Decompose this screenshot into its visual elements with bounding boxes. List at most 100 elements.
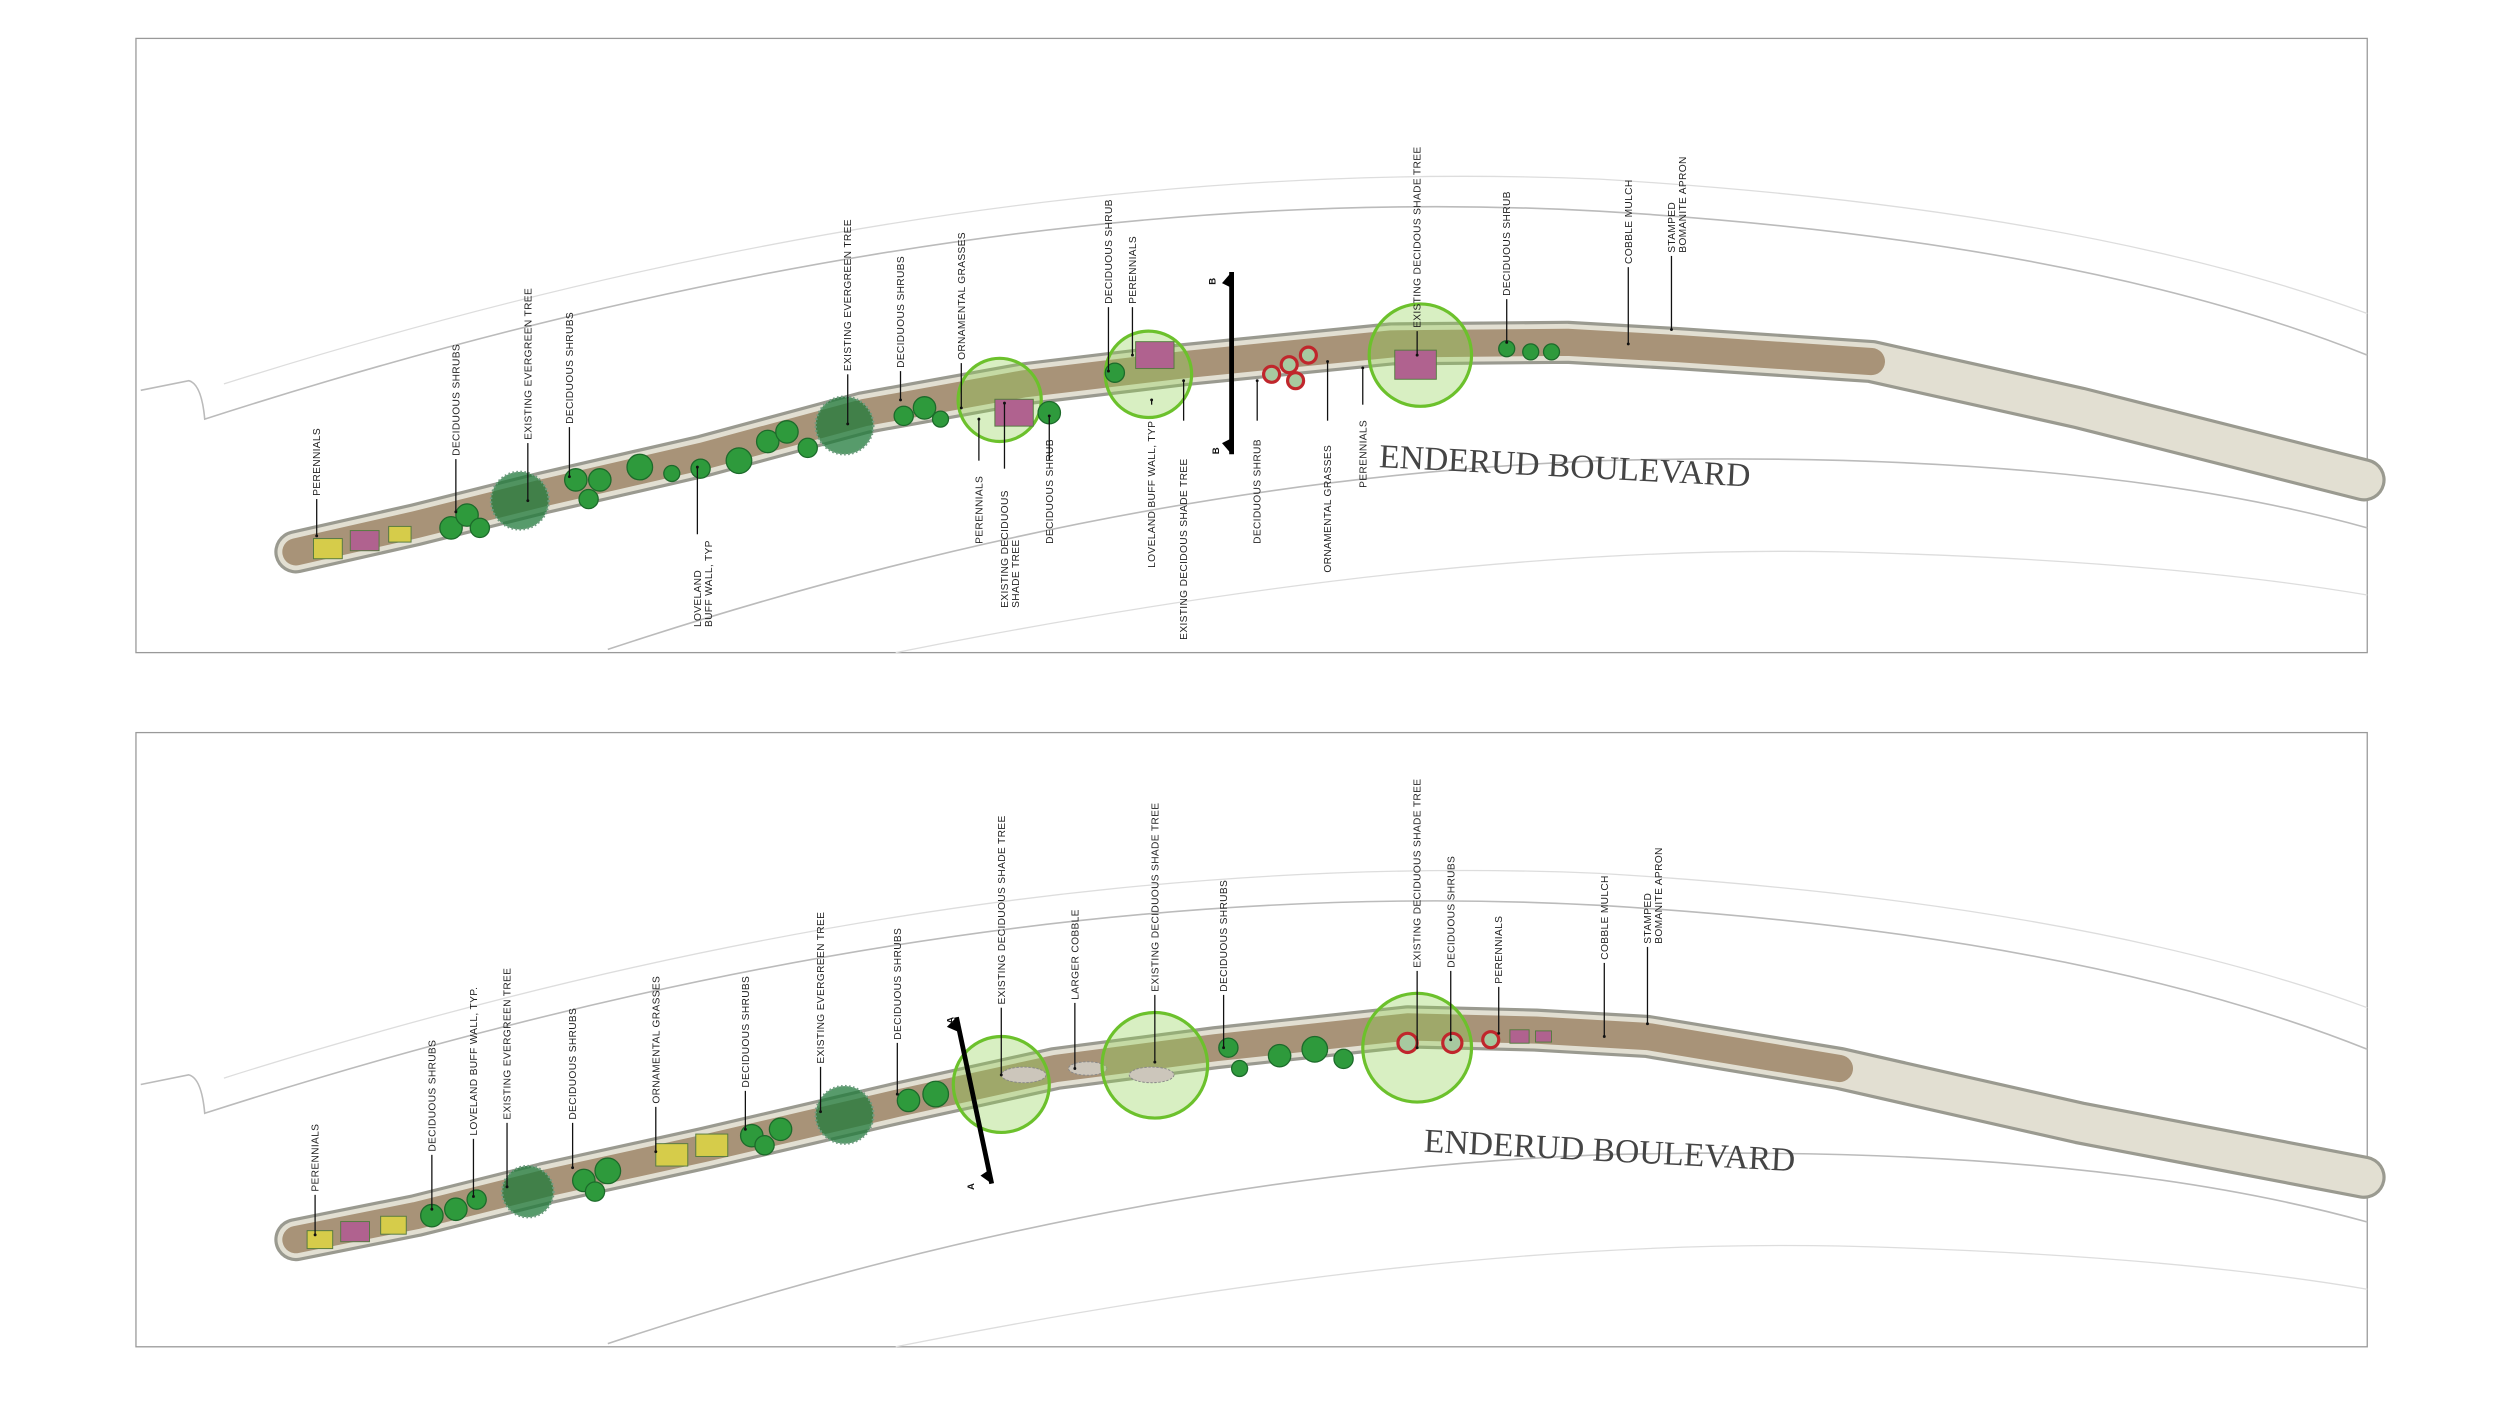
leader-dot xyxy=(1003,401,1006,405)
perennial-bed-icon xyxy=(313,538,343,560)
leader-dot xyxy=(1602,1035,1606,1038)
callout-text: STAMPED xyxy=(1643,893,1654,944)
shrub-icon xyxy=(931,410,950,428)
flowering-shrub-icon xyxy=(1285,371,1306,391)
callout-label: DECIDUOUS SHRUBS xyxy=(1446,856,1457,1042)
leader-dot xyxy=(1182,379,1186,383)
callout-label: COBBLE MULCH xyxy=(1624,179,1635,346)
evergreen-tree-icon xyxy=(501,1164,555,1219)
leader-dot xyxy=(895,1092,899,1096)
callout-label: DECIDUOUS SHRUB xyxy=(1045,414,1056,544)
flowering-shrub-icon xyxy=(1261,364,1282,384)
callout-label: ORNAMENTAL GRASSES xyxy=(957,232,968,410)
perennial-bed-icon xyxy=(340,1221,370,1243)
leader-dot xyxy=(1361,366,1365,370)
top-plan-panel: PERENNIALS DECIDUOUS SHRUBS EXISTING EVERG… xyxy=(135,37,2386,654)
callout-text: BOMANITE APRON xyxy=(1654,847,1665,943)
callout-label: EXISTING DECIDOUS SHADE TREE xyxy=(1413,147,1424,357)
callout-text: ORNAMENTAL GRASSES xyxy=(1323,445,1334,573)
leader-dot xyxy=(1626,342,1630,346)
shrub-icon xyxy=(563,468,588,492)
shrub-icon xyxy=(626,453,654,481)
section-marker-bottom: A xyxy=(966,1183,977,1190)
top-callouts: PERENNIALS DECIDUOUS SHRUBS EXISTING EVERG… xyxy=(312,147,1689,640)
callout-text: EXISTING EVERGREEN TREE xyxy=(523,288,534,440)
callout-text: PERENNIALS xyxy=(1128,236,1139,304)
shrub-icon xyxy=(775,420,799,444)
leader-dot xyxy=(1255,379,1259,383)
flowering-shrub-icon xyxy=(1298,345,1318,365)
callout-label: DECIDUOUS SHRUBS xyxy=(568,1008,579,1170)
shrub-icon xyxy=(594,1157,622,1185)
callout-label: LOVELAND BUFF WALL, TYP xyxy=(1147,398,1158,568)
shrub-icon xyxy=(1301,1035,1329,1063)
callout-text: SHADE TREE xyxy=(1011,540,1022,608)
flowering-shrub-icon xyxy=(1279,355,1299,375)
shrub-icon xyxy=(754,1135,775,1156)
shrub-icon xyxy=(912,396,937,420)
leader-dot xyxy=(654,1150,658,1154)
callout-label: LARGER COBBLE xyxy=(1070,909,1081,1070)
top-plan-frame xyxy=(135,37,2368,654)
leader-dot xyxy=(743,1127,747,1131)
leader-dot xyxy=(472,1195,475,1198)
shrub-icon xyxy=(1522,343,1540,361)
callout-label: DECIDUOUS SHRUB xyxy=(1104,199,1115,373)
perennial-bed-icon xyxy=(1394,349,1437,380)
leader-dot xyxy=(567,475,571,479)
callout-text: EXISTING EVERGREEN TREE xyxy=(816,912,827,1064)
callout-text: EXISTING DECIDUOUS xyxy=(1000,490,1011,608)
perennial-bed-icon xyxy=(306,1230,334,1250)
callout-label: LOVELAND BUFF WALL, TYP. xyxy=(469,987,480,1198)
shrub-icon xyxy=(893,405,914,427)
section-cut-b: B B xyxy=(1208,271,1235,455)
callout-text: DECIDUOUS SHRUBS xyxy=(741,976,752,1088)
callout-label: DECIDUOUS SHRUBS xyxy=(1219,880,1230,1050)
callout-label: DECIDUOUS SHRUBS xyxy=(896,256,907,402)
evergreen-tree-icon xyxy=(814,1084,875,1145)
shrub-icon xyxy=(755,429,780,454)
callout-text: DECIDUOUS SHRUB xyxy=(1502,191,1513,296)
leader-dot xyxy=(899,398,902,402)
shrub-icon xyxy=(587,468,612,492)
perennial-bed-icon xyxy=(388,525,412,543)
flowering-shrub-icon xyxy=(1441,1031,1464,1055)
callout-label: DECIDUOUS SHRUBS xyxy=(893,928,904,1096)
callout-text: COBBLE MULCH xyxy=(1600,875,1611,959)
callout-text: LOVELAND BUFF WALL, TYP. xyxy=(469,987,480,1136)
callout-label: EXISTING EVERGREEN TREE xyxy=(523,288,534,503)
callout-label: PERENNIALS xyxy=(1358,366,1369,488)
callout-text: EXISTING DECIDUOUS SHADE TREE xyxy=(1413,779,1424,968)
callout-text: DECIDUOUS SHRUBS xyxy=(451,344,462,456)
callout-text: DECIDUOUS SHRUB xyxy=(1104,199,1115,304)
callout-label: EXISTING EVERGREEN TREE xyxy=(843,219,854,426)
shrub-icon xyxy=(444,1197,468,1222)
leader-dot xyxy=(1222,1046,1226,1050)
top-plantings xyxy=(313,302,1561,560)
callout-text: LARGER COBBLE xyxy=(1070,909,1081,999)
leader-dot xyxy=(695,465,699,469)
shrub-icon xyxy=(922,1080,950,1108)
shrub-icon xyxy=(663,464,681,483)
callout-label: EXISTING DECIDUOUS SHADE TREE xyxy=(1413,779,1424,1050)
perennial-bed-icon xyxy=(655,1143,689,1167)
callout-text: EXISTING EVERGREEN TREE xyxy=(503,968,514,1120)
shrub-icon xyxy=(1230,1059,1249,1078)
shrub-icon xyxy=(1333,1048,1354,1070)
perennial-bed-icon xyxy=(695,1133,729,1157)
callout-label: EXISTING DECIDUOUS SHADE TREE xyxy=(1150,803,1161,1064)
perennial-bed-icon xyxy=(994,398,1034,427)
callout-label: EXISTING DECIDUOUS SHADE TREE xyxy=(997,815,1008,1077)
flowering-shrub-icon xyxy=(1481,1030,1501,1050)
leader-dot xyxy=(571,1166,575,1170)
street-name-label: ENDERUD BOULEVARD xyxy=(1378,438,1751,494)
larger-cobble-icon xyxy=(1000,1066,1047,1084)
leader-dot xyxy=(526,499,530,503)
shrub-icon xyxy=(469,517,491,539)
callout-label: DECIDUOUS SHRUBS xyxy=(427,1040,438,1211)
leader-dot xyxy=(1415,1046,1419,1050)
stamped-apron xyxy=(277,1008,2383,1259)
